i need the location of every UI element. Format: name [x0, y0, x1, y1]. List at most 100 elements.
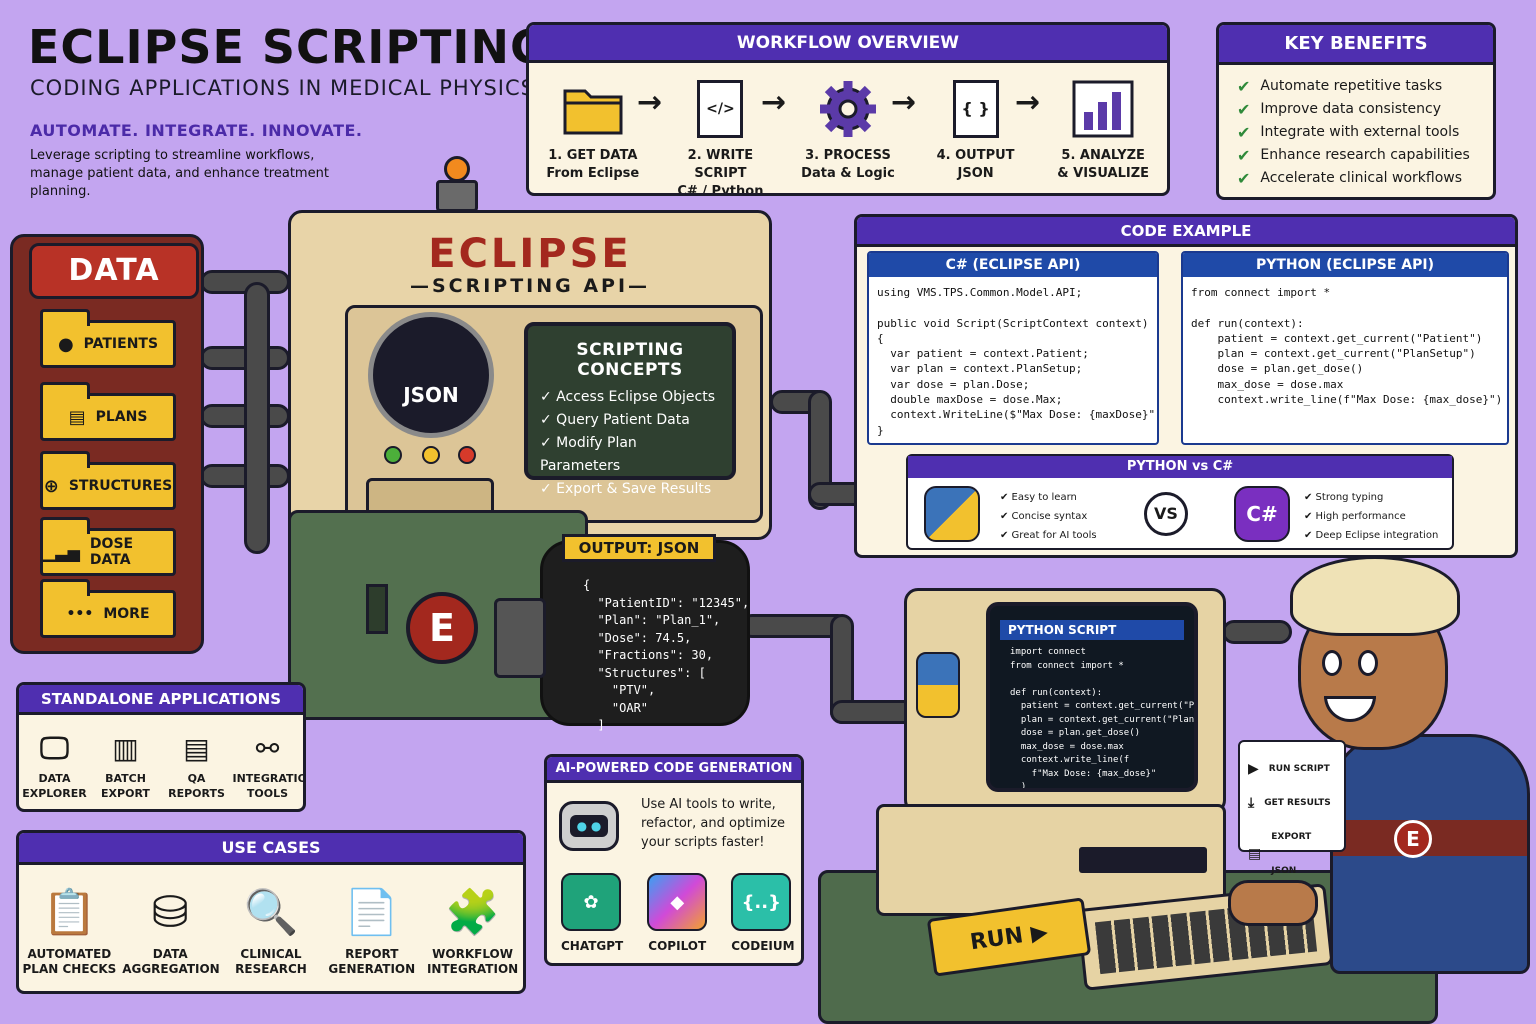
tool-chatgpt[interactable]: ✿CHATGPT: [561, 873, 623, 953]
tool-copilot[interactable]: ◆COPILOT: [647, 873, 708, 953]
shirt-badge: E: [1394, 820, 1432, 858]
json-line: "PatientID": "12345",: [583, 595, 750, 610]
json-line: "Plan": "Plan_1",: [583, 613, 721, 627]
check-icon: ✔: [1237, 77, 1251, 96]
red-light: [458, 446, 476, 464]
checklist-icon: 📋: [41, 886, 97, 938]
play-icon: ▶: [1248, 761, 1259, 777]
person-eye: [1358, 650, 1378, 676]
folder-icon: [563, 89, 623, 135]
json-line: {: [583, 578, 591, 592]
json-line: "OAR": [583, 700, 649, 715]
folder-more[interactable]: •••MORE: [40, 579, 176, 638]
benefit-item: ✔Enhance research capabilities: [1237, 146, 1470, 165]
benefit-item: ✔Accelerate clinical workflows: [1237, 169, 1462, 188]
python-sticker-icon: [916, 652, 960, 718]
python-logo-icon: [924, 486, 980, 542]
database-icon: ⛁: [151, 886, 189, 938]
screen-code: import connect from connect import * def…: [1010, 647, 1195, 792]
toggle-switch[interactable]: [366, 584, 388, 634]
chatgpt-icon: ✿: [561, 873, 621, 931]
concepts-screen: SCRIPTING CONCEPTS ✓ Access Eclipse Obje…: [524, 322, 736, 497]
check-icon: ✔: [1237, 146, 1251, 165]
python-point: ✔ Great for AI tools: [1000, 530, 1097, 541]
code-file-icon: </>: [697, 80, 744, 138]
page-subtitle: CODING APPLICATIONS IN MEDICAL PHYSICS: [30, 76, 535, 100]
standalone-title: STANDALONE APPLICATIONS: [19, 685, 303, 715]
step-1-title: 1. GET DATA: [548, 148, 638, 163]
step-5-title: 5. ANALYZE: [1061, 148, 1145, 163]
check-icon: ✔: [1237, 100, 1251, 119]
robot-icon: ● ●: [559, 801, 619, 851]
bar-chart-icon: ▁▃▅: [43, 542, 80, 562]
app-integration-tools[interactable]: ⚯INTEGRATIONTOOLS: [232, 731, 306, 800]
file-icon: ▤: [1248, 846, 1262, 862]
menu-run-script[interactable]: ▶RUN SCRIPT: [1248, 752, 1336, 786]
ai-title: AI-POWERED CODE GENERATION: [547, 757, 801, 783]
folder-plans[interactable]: ▤PLANS: [40, 382, 176, 441]
step-3-title: 3. PROCESS: [805, 148, 891, 163]
code-example-title: CODE EXAMPLE: [857, 217, 1515, 247]
play-icon: ▶: [1029, 919, 1050, 947]
folder-dose-data[interactable]: ▁▃▅DOSE DATA: [40, 517, 176, 576]
data-cabinet: DATA: [10, 234, 204, 654]
concept-item: ✓ Modify Plan Parameters: [540, 435, 637, 474]
workflow-step-3: 3. PROCESS Data & Logic: [793, 75, 903, 193]
magnifier-icon: 🔍: [243, 886, 299, 938]
crosshair-icon: ⊕: [43, 475, 59, 497]
output-label: OUTPUT: JSON: [562, 534, 716, 562]
screen-title: PYTHON SCRIPT: [1000, 620, 1184, 640]
concept-item: ✓ Query Patient Data: [540, 412, 690, 428]
chart-doc-icon: ▥: [112, 731, 139, 765]
ai-description: Use AI tools to write, refactor, and opt…: [641, 797, 786, 850]
benefit-item: ✔Integrate with external tools: [1237, 123, 1460, 142]
description: Leverage scripting to streamline workflo…: [30, 148, 329, 199]
folder-patients[interactable]: ●PATIENTS: [40, 309, 176, 368]
json-file-icon: { }: [952, 80, 999, 138]
tagline: AUTOMATE. INTEGRATE. INNOVATE.: [30, 121, 363, 140]
green-light: [384, 446, 402, 464]
eclipse-badge: E: [406, 592, 478, 664]
csharp-code: using VMS.TPS.Common.Model.API; public v…: [877, 286, 1159, 437]
use-cases-title: USE CASES: [19, 833, 523, 865]
tool-codeium[interactable]: {..}CODEIUM: [731, 873, 795, 953]
arrow-icon: →: [891, 85, 917, 120]
pipe: [244, 282, 270, 554]
more-icon: •••: [66, 606, 94, 622]
python-point: ✔ Concise syntax: [1000, 511, 1088, 522]
json-output-drum: { "PatientID": "12345", "Plan": "Plan_1"…: [540, 540, 750, 732]
concept-item: ✓ Access Eclipse Objects: [540, 389, 716, 405]
json-gauge: JSON: [368, 312, 494, 438]
python-point: ✔ Easy to learn: [1000, 492, 1077, 503]
action-menu: ▶RUN SCRIPT ⤓GET RESULTS ▤EXPORT JSON: [1238, 740, 1346, 876]
csharp-logo-icon: C#: [1234, 486, 1290, 542]
bar-chart-icon: [1072, 80, 1134, 138]
person-eye: [1322, 650, 1342, 676]
python-vs-csharp: PYTHON vs C# ✔ Easy to learn ✔ Concise s…: [906, 454, 1454, 550]
menu-get-results[interactable]: ⤓GET RESULTS: [1248, 786, 1336, 820]
copilot-icon: ◆: [647, 873, 708, 931]
workflow-step-4: { } 4. OUTPUT JSON: [921, 75, 1031, 193]
puzzle-icon: 🧩: [445, 886, 500, 938]
user-icon: ●: [57, 333, 74, 355]
arrow-icon: →: [1015, 85, 1041, 120]
csharp-code-box: C# (ECLIPSE API) using VMS.TPS.Common.Mo…: [867, 251, 1159, 445]
step-4-sub: JSON: [957, 166, 994, 181]
report-icon: ▤: [183, 731, 210, 765]
folder-structures[interactable]: ⊕STRUCTURES: [40, 451, 176, 510]
python-code: from connect import * def run(context): …: [1191, 286, 1503, 407]
gear-icon: [819, 81, 876, 137]
menu-export-json[interactable]: ▤EXPORT JSON: [1248, 832, 1312, 876]
document-icon: 📄: [344, 886, 400, 938]
concepts-title: SCRIPTING CONCEPTS: [576, 340, 684, 380]
csharp-point: ✔ Strong typing: [1304, 492, 1384, 503]
python-code-box: PYTHON (ECLIPSE API) from connect import…: [1181, 251, 1509, 445]
csharp-point: ✔ Deep Eclipse integration: [1304, 530, 1439, 541]
